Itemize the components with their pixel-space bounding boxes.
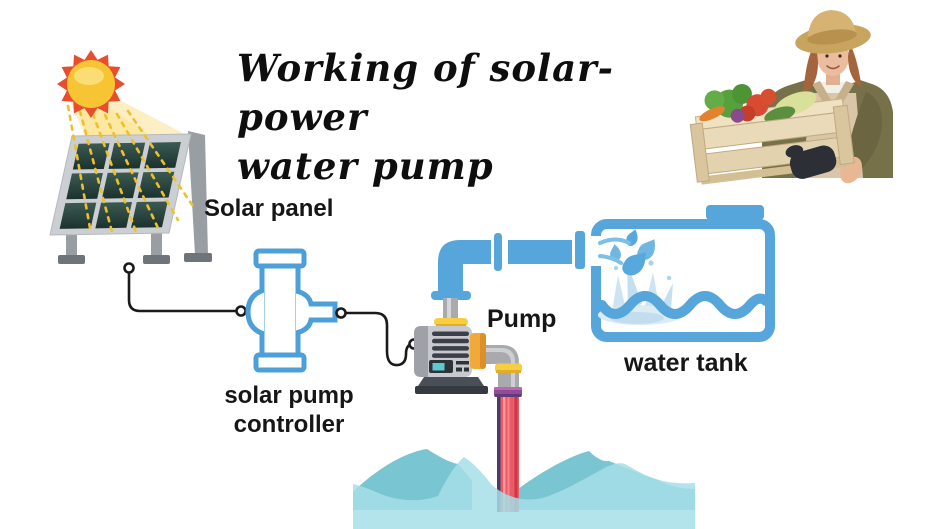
farmer-photo bbox=[689, 10, 893, 185]
water-tank-label: water tank bbox=[624, 349, 748, 377]
title-line-1: Working of solar-power bbox=[237, 46, 614, 139]
pump-icon bbox=[414, 298, 522, 394]
page-title: Working of solar-power water pump bbox=[237, 44, 717, 190]
water-droplets bbox=[598, 229, 655, 276]
controller-label: solar pump controller bbox=[224, 382, 354, 439]
sun-icon bbox=[57, 50, 125, 118]
solar-panel-icon bbox=[49, 131, 212, 264]
title-line-2: water pump bbox=[237, 143, 494, 188]
vegetable-crate bbox=[689, 83, 855, 185]
wire-panel-to-controller bbox=[123, 262, 247, 317]
wire-controller-to-pump bbox=[335, 307, 420, 367]
outlet-pipe-icon bbox=[431, 231, 585, 300]
solar-pump-controller-icon bbox=[245, 248, 338, 373]
suction-pipe-icon bbox=[494, 387, 522, 512]
water-front-layer bbox=[353, 457, 695, 529]
sun-rays-dashed bbox=[66, 104, 195, 234]
water-tank-icon bbox=[589, 205, 775, 342]
pump-label: Pump bbox=[487, 305, 557, 333]
solar-panel-label: Solar panel bbox=[204, 195, 334, 222]
